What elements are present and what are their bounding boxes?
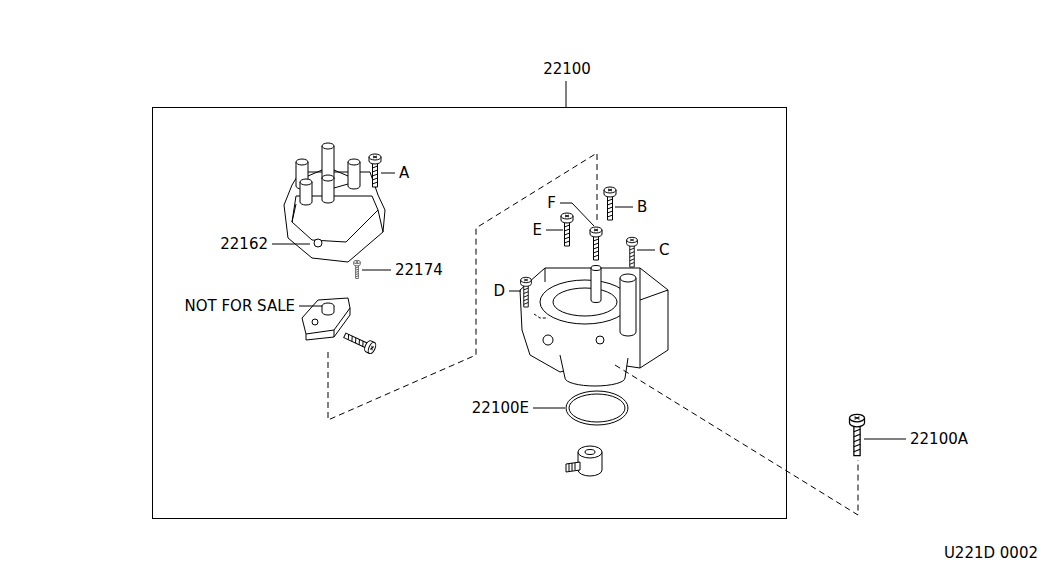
distributor-cap (296, 159, 308, 165)
figure-code: U221D 0002 (944, 544, 1038, 562)
callout-label: NOT FOR SALE (185, 297, 295, 315)
distributor-cap (322, 143, 334, 149)
screws (627, 237, 638, 267)
bracket-part (322, 306, 334, 315)
screws (590, 227, 602, 260)
leader-line (566, 81, 567, 107)
callout-label: B (637, 198, 647, 216)
leader-line (272, 244, 310, 245)
coupling (569, 463, 575, 471)
screws (342, 330, 377, 355)
leader-line (272, 81, 906, 439)
dashed-guide (615, 365, 858, 515)
leader-line (560, 203, 594, 226)
distributor-cap (308, 170, 348, 188)
o-ring (566, 391, 628, 425)
distributor-cap (314, 239, 322, 247)
part-number: 22100 (543, 60, 591, 78)
distributor-cap (300, 179, 312, 185)
distributor-cap (348, 162, 360, 189)
leader-line (533, 408, 565, 409)
callout-label: F (547, 194, 556, 212)
callout-label: 22100A (910, 430, 968, 448)
dashed-guide (328, 153, 858, 515)
distributor-body (620, 278, 636, 336)
screws (521, 277, 532, 307)
distributor-body (545, 268, 668, 368)
distributor-body (591, 266, 601, 271)
o-ring (566, 391, 628, 425)
bracket-part (312, 319, 318, 325)
distributor-body (520, 268, 668, 372)
distributor-cap (322, 175, 334, 181)
distributor-cap (292, 204, 383, 232)
leader-line (381, 173, 395, 174)
callout-label: 22162 (220, 235, 268, 253)
screws (354, 260, 361, 278)
distributor-body (596, 336, 604, 344)
distributor-cap (322, 146, 334, 181)
coupling (566, 462, 580, 472)
coupling (578, 446, 602, 458)
callout-label: D (493, 282, 505, 300)
screws (369, 154, 381, 187)
distributor-body (553, 288, 617, 316)
leader-line (864, 439, 906, 440)
leader-line (615, 207, 633, 208)
leader-line (546, 230, 563, 231)
o-ring (569, 394, 625, 422)
leader-line (299, 306, 322, 307)
callout-label: 22100E (472, 399, 529, 417)
screws (850, 414, 865, 455)
leader-line (509, 291, 521, 292)
distributor-body (591, 268, 601, 303)
screws (604, 187, 616, 220)
distributor-body (543, 335, 553, 345)
distributor-body (620, 274, 636, 282)
callout-label: 22174 (395, 261, 443, 279)
distributor-body (534, 314, 548, 318)
callout-label: E (533, 221, 542, 239)
leader-line (362, 270, 391, 271)
distributor-body (520, 266, 668, 387)
distributor-body (560, 355, 628, 386)
distributor-body (540, 280, 630, 324)
distributor-cap (348, 159, 360, 165)
leader-line (637, 250, 655, 251)
callout-label: C (659, 241, 669, 259)
callout-label: A (399, 164, 409, 182)
dashed-guide (328, 153, 597, 420)
distributor-cap (322, 178, 334, 203)
bracket-part (302, 298, 350, 340)
coupling (566, 446, 602, 476)
bracket-part (302, 298, 350, 334)
coupling (585, 450, 595, 455)
